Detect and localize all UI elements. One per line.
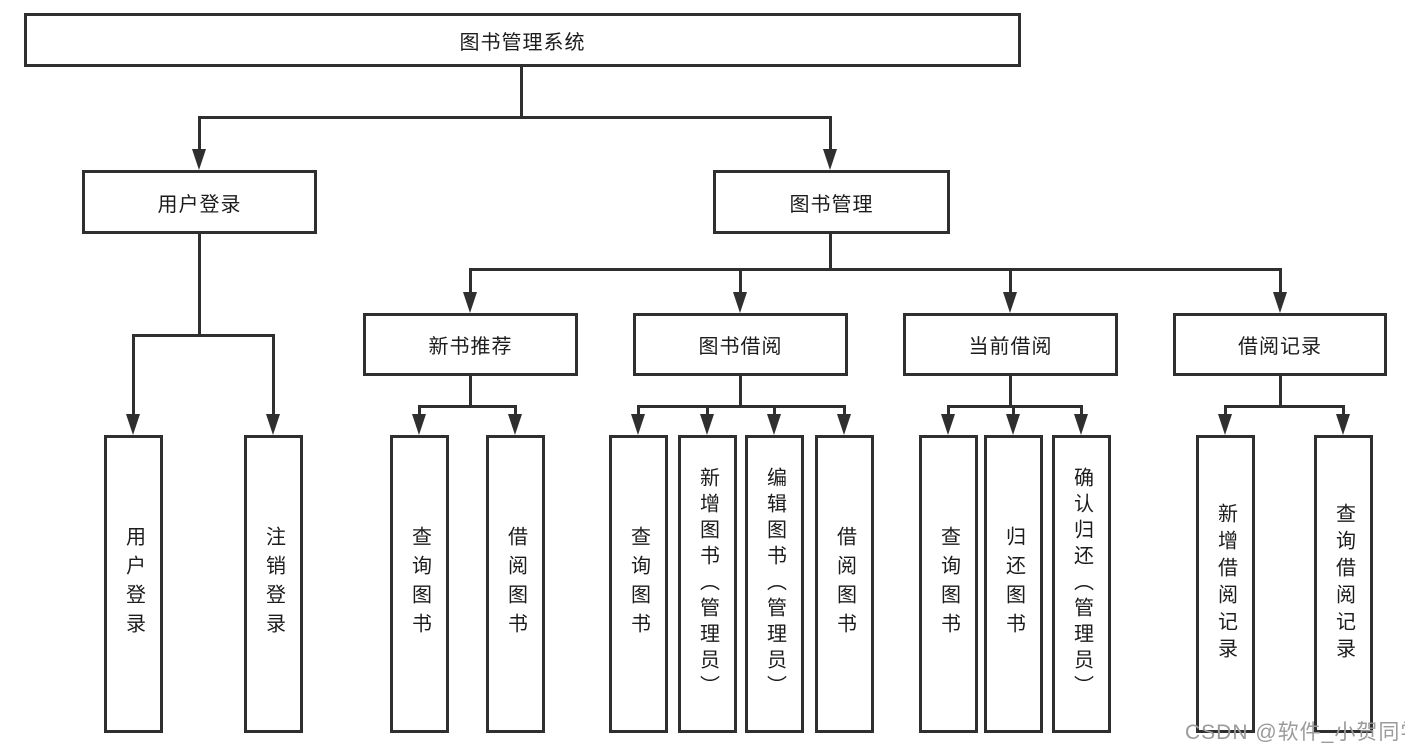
leaf-label: 查询图书 xyxy=(408,526,431,642)
connector-vline xyxy=(198,116,201,152)
connector-vline xyxy=(829,116,832,152)
leaf-borrow-books-1: 借阅图书 xyxy=(486,435,545,733)
arrowhead-down xyxy=(1273,292,1287,313)
connector-hline xyxy=(637,405,846,408)
connector-vline xyxy=(739,376,742,407)
connector-vline xyxy=(706,405,709,416)
arrowhead-down xyxy=(1218,414,1232,435)
leaf-label: 用户登录 xyxy=(122,526,145,642)
connector-vline xyxy=(843,405,846,416)
node-current-borrow: 当前借阅 xyxy=(903,313,1118,376)
connector-vline xyxy=(829,234,832,271)
leaf-return-book: 归还图书 xyxy=(984,435,1043,733)
connector-vline xyxy=(198,234,201,336)
leaf-label: 借阅图书 xyxy=(833,526,856,642)
connector-vline xyxy=(1009,268,1012,295)
arrowhead-down xyxy=(631,414,645,435)
arrowhead-down xyxy=(463,292,477,313)
connector-vline xyxy=(947,405,950,416)
leaf-query-books-1: 查询图书 xyxy=(390,435,449,733)
connector-vline xyxy=(1080,405,1083,416)
leaf-edit-book-admin: 编辑图书（管理员） xyxy=(745,435,804,733)
node-root: 图书管理系统 xyxy=(24,13,1021,67)
arrowhead-down xyxy=(941,414,955,435)
leaf-add-borrow-record: 新增借阅记录 xyxy=(1196,435,1255,733)
leaf-label: 确认归还（管理员） xyxy=(1070,467,1093,701)
arrowhead-down xyxy=(266,414,280,435)
leaf-label: 归还图书 xyxy=(1002,526,1025,642)
connector-hline xyxy=(418,405,517,408)
leaf-label: 查询图书 xyxy=(937,526,960,642)
arrowhead-down xyxy=(192,149,206,170)
connector-vline xyxy=(1279,268,1282,295)
connector-vline xyxy=(132,334,135,416)
connector-vline xyxy=(418,405,421,416)
leaf-query-books-3: 查询图书 xyxy=(919,435,978,733)
arrowhead-down xyxy=(1336,414,1350,435)
arrowhead-down xyxy=(1006,414,1020,435)
arrowhead-down xyxy=(767,414,781,435)
arrowhead-down xyxy=(1074,414,1088,435)
connector-vline xyxy=(1012,405,1015,416)
connector-vline xyxy=(272,334,275,416)
connector-hline xyxy=(469,268,1282,271)
connector-vline xyxy=(469,268,472,295)
connector-vline xyxy=(739,268,742,295)
connector-hline xyxy=(198,116,832,119)
connector-vline xyxy=(1279,376,1282,407)
connector-hline xyxy=(947,405,1083,408)
leaf-label: 注销登录 xyxy=(262,526,285,642)
node-book-borrow: 图书借阅 xyxy=(633,313,848,376)
connector-vline xyxy=(637,405,640,416)
leaf-label: 编辑图书（管理员） xyxy=(763,467,786,701)
connector-vline xyxy=(469,376,472,407)
connector-hline xyxy=(1224,405,1344,408)
arrowhead-down xyxy=(733,292,747,313)
connector-vline xyxy=(520,67,523,118)
connector-vline xyxy=(1009,376,1012,407)
leaf-query-books-2: 查询图书 xyxy=(609,435,668,733)
leaf-label: 查询图书 xyxy=(627,526,650,642)
connector-vline xyxy=(1224,405,1227,416)
node-new-book-recommend: 新书推荐 xyxy=(363,313,578,376)
node-book-management: 图书管理 xyxy=(713,170,950,234)
leaf-user-login: 用户登录 xyxy=(104,435,163,733)
arrowhead-down xyxy=(823,149,837,170)
leaf-label: 新增图书（管理员） xyxy=(696,467,719,701)
arrowhead-down xyxy=(508,414,522,435)
leaf-label: 新增借阅记录 xyxy=(1214,503,1237,665)
arrowhead-down xyxy=(412,414,426,435)
leaf-add-book-admin: 新增图书（管理员） xyxy=(678,435,737,733)
arrowhead-down xyxy=(700,414,714,435)
csdn-watermark: CSDN @软件_小贺同学 xyxy=(1185,721,1405,744)
node-user-login: 用户登录 xyxy=(82,170,317,234)
leaf-confirm-return-admin: 确认归还（管理员） xyxy=(1052,435,1111,733)
node-borrow-records: 借阅记录 xyxy=(1173,313,1387,376)
connector-vline xyxy=(773,405,776,416)
connector-hline xyxy=(132,334,274,337)
arrowhead-down xyxy=(837,414,851,435)
arrowhead-down xyxy=(126,414,140,435)
arrowhead-down xyxy=(1003,292,1017,313)
leaf-logout: 注销登录 xyxy=(244,435,303,733)
connector-vline xyxy=(514,405,517,416)
leaf-query-borrow-record: 查询借阅记录 xyxy=(1314,435,1373,733)
leaf-label: 查询借阅记录 xyxy=(1332,503,1355,665)
connector-vline xyxy=(1342,405,1345,416)
leaf-borrow-books-2: 借阅图书 xyxy=(815,435,874,733)
leaf-label: 借阅图书 xyxy=(504,526,527,642)
